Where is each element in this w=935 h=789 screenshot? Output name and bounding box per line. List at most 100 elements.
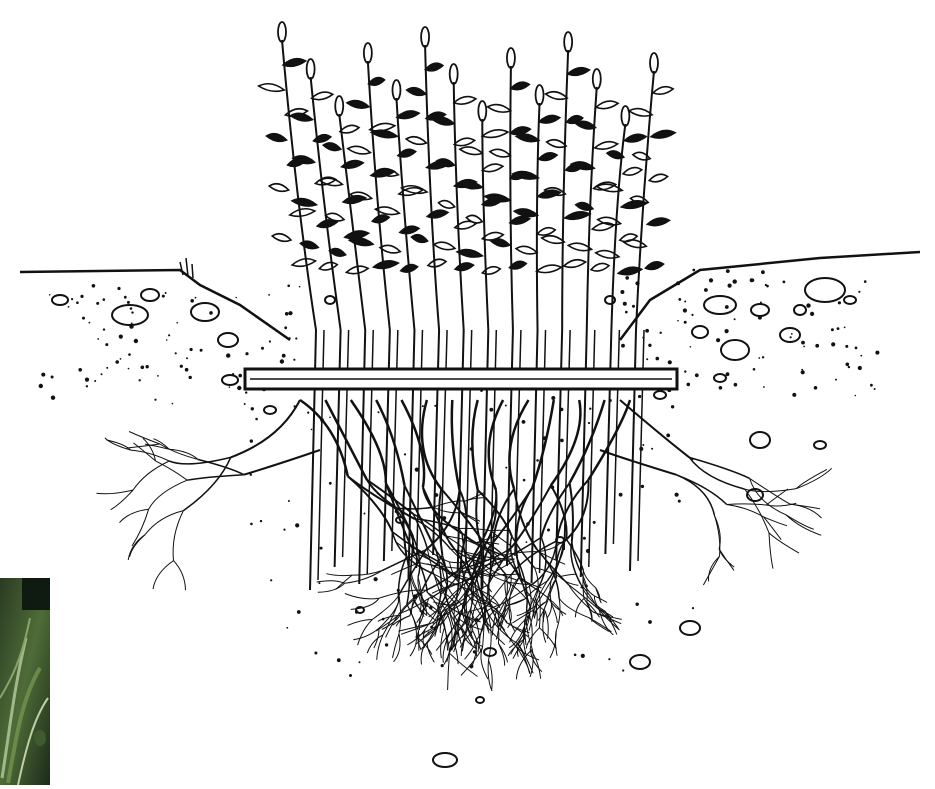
soil-grain [200,349,203,352]
root-branch [153,561,174,590]
soil-stone [794,305,806,315]
soil-grain [619,493,623,497]
willow-leaf [565,212,590,220]
soil-grain [728,284,732,288]
root-branch [317,581,345,584]
soil-grain [801,369,803,371]
soil-grain [671,405,674,408]
willow-leaf [402,186,428,194]
soil-grain [792,393,796,397]
soil-grain [94,380,96,382]
soil-stone [654,391,666,399]
soil-grain [329,482,332,485]
willow-leaf [538,190,560,198]
willow-leaf [649,174,667,182]
soil-grain [89,322,91,324]
willow-leaf [514,209,537,217]
soil-grain [766,285,769,288]
soil-grain [146,365,149,368]
soil-grain [166,339,168,341]
soil-grain [288,311,292,315]
soil-grain [684,301,686,303]
soil-stone [630,655,650,669]
willow-leaf [547,140,567,148]
soil-stone [222,375,238,385]
soil-grain [505,405,507,407]
soil-grain [270,579,272,581]
root-branch [620,400,689,457]
soil-grain [49,294,51,296]
root-branch [796,468,831,488]
soil-stone [476,697,484,703]
willow-leaf [292,199,316,207]
soil-grain [758,357,760,359]
root-branch [560,574,576,577]
willow-leaf [482,164,503,172]
soil-grain [734,383,738,387]
willow-leaf [564,260,586,268]
willow-leaf [433,117,454,125]
willow-foliage [259,59,675,275]
soil-grain [385,643,388,646]
soil-grain [244,403,246,405]
soil-grain [269,340,271,342]
soil-grain [141,366,145,370]
soil-grain [709,278,713,282]
root-branch [471,639,477,668]
root-branch [487,612,491,660]
soil-grain [560,439,564,443]
root-branch [129,432,160,445]
willow-stem-edge [441,330,447,545]
soil-grain [574,654,577,657]
soil-grain [103,298,106,301]
root-system [97,400,832,691]
willow-leaf [369,78,385,86]
willow-leaf [272,234,291,242]
root-branch [575,598,584,617]
root-branch [183,457,230,510]
soil-stone [844,296,856,304]
willow-leaf [629,109,652,117]
soil-grain [645,329,649,333]
soil-grain [835,379,837,381]
soil-grain [131,323,133,325]
willow-leaf [283,59,306,67]
soil-grain [280,359,284,363]
soil-grain [364,513,366,515]
willow-leaf [510,127,530,135]
soil-grain [666,434,670,438]
soil-grain [651,448,653,450]
soil-grain [855,347,858,350]
soil-grain [209,311,213,315]
soil-grain [783,281,786,284]
soil-grain [128,353,131,356]
soil-grain [105,343,108,346]
leaf-bud [364,43,372,63]
soil-grain [117,287,120,290]
soil-grain [608,658,610,660]
soil-grain [130,307,133,310]
root-branch [97,490,134,494]
soil-grain [536,459,539,462]
soil-grain [260,520,262,522]
soil-grain [229,386,231,388]
root-branch [132,509,149,546]
willow-leaf [645,262,663,270]
root-branch [766,503,796,506]
leaf-bud [536,85,544,105]
soil-grain [128,368,130,370]
soil-grain [660,332,662,334]
soil-grain [237,386,241,390]
soil-grain [284,326,287,329]
willow-leaf [653,87,673,95]
soil-grain [261,347,264,350]
willow-leaf [439,201,455,209]
soil-grain [71,298,73,300]
soil-grain [692,269,695,272]
soil-grain [311,429,313,431]
root-branch [198,459,244,474]
soil-grain [251,407,254,410]
soil-grain [96,302,99,305]
soil-grain [180,365,183,368]
